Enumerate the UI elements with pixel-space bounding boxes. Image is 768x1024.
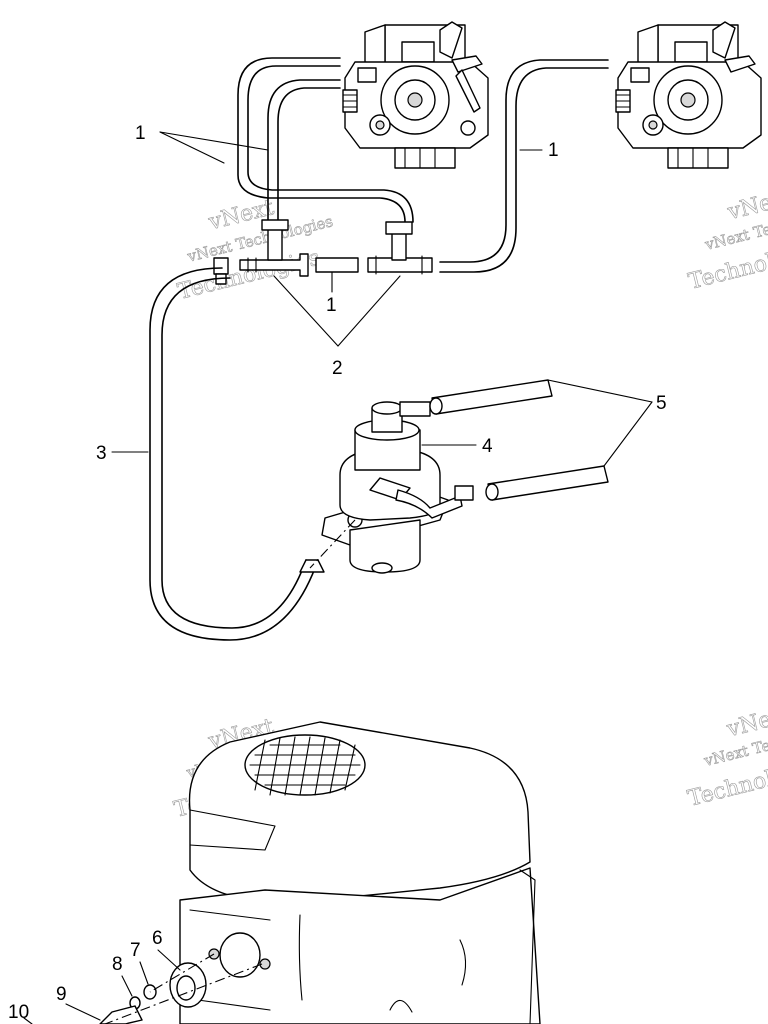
fuel-hose-upper [429, 379, 553, 415]
watermark-top-right: vNext vNext Technologies Technologies [686, 185, 768, 295]
vent-end-fitting [213, 257, 229, 285]
tee-fitting-right [367, 221, 433, 275]
callout-8: 8 [112, 954, 123, 975]
centerline [309, 519, 356, 569]
fuel-hose-loop [149, 267, 325, 641]
fuel-tank [179, 721, 541, 1024]
carburetor-right [615, 21, 762, 169]
vent-hose-left-outer [237, 57, 414, 223]
callout-7: 7 [130, 940, 141, 961]
fuel-pump [321, 401, 474, 574]
callout-1-center: 1 [326, 295, 337, 316]
callout-1-top: 1 [135, 123, 146, 144]
callout-3: 3 [96, 443, 107, 464]
vent-hose-right [439, 59, 609, 273]
carburetor-left [342, 21, 489, 169]
callout-10: 10 [8, 1002, 29, 1023]
callout-2: 2 [332, 358, 343, 379]
centerline [149, 953, 215, 993]
callout-9: 9 [56, 984, 67, 1005]
vent-hose-left-inner [267, 79, 341, 221]
callout-5: 5 [656, 393, 667, 414]
callout-6: 6 [152, 928, 163, 949]
valve-9 [99, 1005, 143, 1024]
callout-4: 4 [482, 436, 493, 457]
watermark-text: vNext [724, 185, 768, 225]
grommet-6 [169, 962, 207, 1008]
leader-lines [23, 131, 653, 1024]
watermark-text: vNext [724, 702, 768, 742]
callout-1-right: 1 [548, 140, 559, 161]
tee-fitting-left [239, 219, 309, 277]
centerline [104, 963, 263, 1024]
filler-screen-grid [249, 736, 361, 796]
watermark-bottom-right: vNext vNext Technologies Technologies [685, 702, 768, 812]
connector-hose-center [315, 257, 359, 273]
fuel-hose-lower [485, 465, 609, 501]
